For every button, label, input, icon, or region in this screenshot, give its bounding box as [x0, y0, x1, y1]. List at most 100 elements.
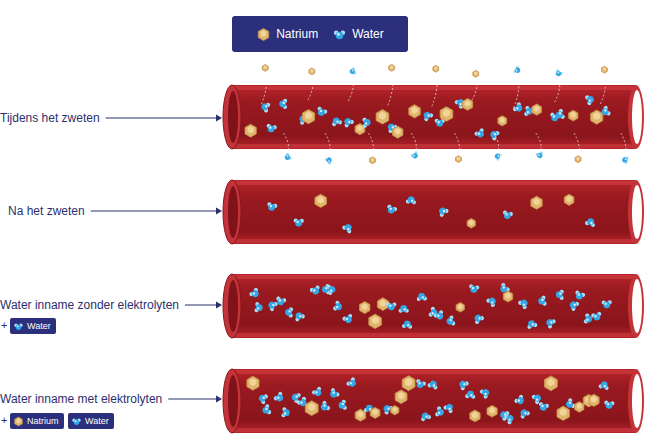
water-molecule: [537, 295, 547, 307]
water-molecule: [14, 323, 22, 329]
water-molecule: [517, 297, 530, 310]
water-molecule: [261, 404, 272, 416]
natrium-particle: [389, 64, 395, 71]
natrium-particle: [473, 70, 479, 77]
natrium-particle: [569, 110, 578, 121]
water-molecule: [479, 386, 491, 399]
water-molecule: [281, 407, 290, 418]
water-molecule: [568, 299, 580, 312]
natrium-particle: [470, 410, 480, 422]
water-molecule: [342, 313, 354, 324]
natrium-particle: [545, 376, 558, 391]
legend-text: Water: [352, 27, 384, 41]
water-molecule: [385, 204, 397, 215]
natrium-particle: [467, 219, 475, 229]
water-molecule: [349, 67, 357, 76]
blood-vessel: [223, 369, 644, 433]
water-molecule: [341, 222, 354, 234]
water-molecule: [285, 307, 294, 318]
sweat-path: [348, 71, 353, 101]
leader-arrow: [106, 115, 222, 122]
water-molecule: [293, 218, 304, 226]
sweat-path: [574, 133, 579, 159]
sweat-path: [600, 70, 605, 104]
water-molecule: [622, 156, 629, 165]
water-molecule: [427, 379, 439, 390]
leader-arrow: [185, 302, 222, 309]
tag-text: Natrium: [27, 416, 59, 426]
natrium-particle: [564, 194, 574, 205]
water-molecule: [602, 300, 612, 308]
natrium-particle: [258, 28, 269, 40]
row-label: Water inname met elektrolyten: [0, 392, 162, 406]
water-molecule: [399, 305, 409, 313]
water-molecule: [421, 109, 434, 121]
natrium-particle: [575, 156, 581, 163]
water-molecule: [327, 284, 337, 296]
water-molecule: [279, 99, 287, 109]
water-molecule: [555, 108, 566, 120]
water-molecule: [293, 310, 306, 322]
leader-arrow: [168, 396, 222, 403]
water-molecule: [514, 394, 527, 407]
water-molecule: [493, 152, 502, 162]
water-molecule: [474, 128, 487, 140]
water-molecule: [504, 412, 516, 425]
water-molecule: [275, 296, 287, 306]
water-molecule: [311, 386, 324, 398]
water-molecule: [283, 152, 292, 162]
intake-tag: Water: [10, 318, 56, 334]
water-molecule: [386, 302, 396, 310]
natrium-particle: [433, 65, 439, 72]
water-molecule: [512, 101, 524, 114]
water-molecule: [457, 378, 470, 391]
water-molecule: [266, 202, 278, 212]
water-icon: [13, 321, 24, 332]
water-molecule: [472, 312, 485, 324]
water-molecule: [416, 293, 427, 302]
natrium-particle: [557, 406, 569, 420]
natrium-particle: [245, 124, 256, 137]
legend-item: Water: [332, 27, 384, 42]
water-molecule: [468, 284, 479, 293]
water-molecule: [72, 418, 80, 424]
water-molecule: [362, 117, 371, 128]
water-molecule: [544, 316, 556, 329]
natrium-particle: [355, 409, 366, 421]
water-molecule: [526, 319, 538, 330]
water-molecule: [315, 106, 328, 117]
tag-text: Water: [27, 321, 51, 331]
water-molecule: [604, 400, 615, 409]
natrium-particle: [503, 291, 512, 302]
sweat-path: [472, 74, 477, 101]
water-molecule: [598, 380, 610, 390]
natrium-particle: [456, 303, 464, 313]
natrium-particle: [487, 405, 497, 417]
water-molecule: [338, 399, 347, 410]
water-molecule: [342, 116, 355, 128]
natrium-particle: [315, 194, 327, 207]
natrium-particle: [370, 407, 380, 418]
natrium-icon: [256, 27, 271, 42]
water-molecule: [537, 402, 549, 412]
water-molecule: [257, 392, 268, 405]
water-molecule: [266, 299, 278, 312]
water-molecule: [419, 411, 431, 422]
natrium-particle: [531, 196, 542, 209]
water-molecule: [486, 295, 499, 308]
natrium-particle: [376, 110, 389, 125]
natrium-particle: [393, 126, 403, 138]
natrium-particle: [402, 376, 415, 391]
water-molecule: [573, 290, 585, 301]
row-label: Tijdens het zweten: [0, 111, 100, 125]
intake-tag: Natrium: [10, 413, 64, 429]
plus-sign: +: [1, 318, 7, 332]
natrium-particle: [602, 66, 608, 73]
legend-text: Natrium: [276, 27, 318, 41]
natrium-particle: [440, 107, 453, 122]
natrium-particle: [589, 394, 600, 406]
natrium-particle: [591, 110, 603, 124]
water-molecule: [414, 379, 426, 390]
row-label: Water inname zonder elektrolyten: [0, 298, 179, 312]
water-molecule: [410, 151, 420, 160]
